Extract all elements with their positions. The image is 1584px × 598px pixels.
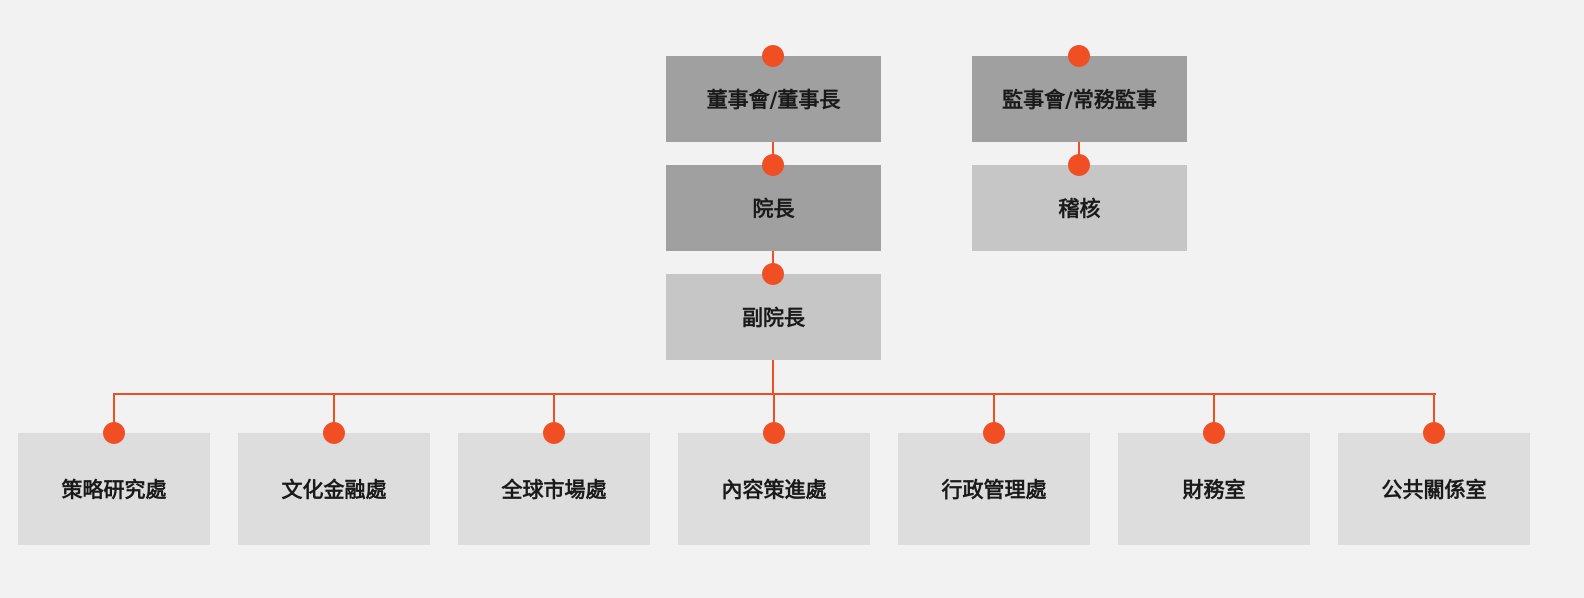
president-box: 院長 [666, 165, 881, 251]
audit-label: 稽核 [1058, 197, 1101, 221]
connector-dept-3 [553, 393, 555, 433]
audit-box: 稽核 [972, 165, 1187, 251]
connector-board-to-president [772, 142, 774, 165]
department-bus-line [114, 393, 1436, 395]
department-box: 行政管理處 [898, 433, 1090, 545]
node-dot [762, 263, 784, 285]
node-dot [1423, 422, 1445, 444]
board-chair-box: 董事會/董事長 [666, 56, 881, 142]
supervisory-board-box: 監事會/常務監事 [972, 56, 1187, 142]
node-dot [543, 422, 565, 444]
node-dot [762, 154, 784, 176]
department-box: 公共關係室 [1338, 433, 1530, 545]
department-label: 內容策進處 [721, 478, 827, 502]
vice-president-box: 副院長 [666, 274, 881, 360]
node-dot [983, 422, 1005, 444]
department-label: 策略研究處 [61, 478, 167, 502]
department-box: 財務室 [1118, 433, 1310, 545]
node-dot [1203, 422, 1225, 444]
connector-supervisors-to-audit [1078, 142, 1080, 165]
connector-dept-5 [993, 393, 995, 433]
department-box: 策略研究處 [18, 433, 210, 545]
connector-dept-6 [1213, 393, 1215, 433]
connector-dept-4 [773, 393, 775, 433]
connector-dept-7 [1433, 393, 1435, 433]
connector-vice-to-bus [772, 360, 774, 394]
department-label: 財務室 [1182, 478, 1246, 502]
board-chair-label: 董事會/董事長 [706, 88, 841, 112]
connector-president-to-vice [772, 251, 774, 274]
supervisory-board-label: 監事會/常務監事 [1002, 88, 1157, 112]
connector-dept-1 [113, 393, 115, 433]
department-label: 公共關係室 [1381, 478, 1487, 502]
node-dot [103, 422, 125, 444]
department-box: 全球市場處 [458, 433, 650, 545]
department-label: 行政管理處 [941, 478, 1047, 502]
department-label: 全球市場處 [501, 478, 607, 502]
department-label: 文化金融處 [281, 478, 387, 502]
node-dot [1068, 154, 1090, 176]
connector-dept-2 [333, 393, 335, 433]
department-box: 文化金融處 [238, 433, 430, 545]
node-dot [323, 422, 345, 444]
president-label: 院長 [752, 197, 795, 221]
node-dot [762, 45, 784, 67]
node-dot [1068, 45, 1090, 67]
department-box: 內容策進處 [678, 433, 870, 545]
node-dot [763, 422, 785, 444]
vice-president-label: 副院長 [742, 306, 805, 330]
